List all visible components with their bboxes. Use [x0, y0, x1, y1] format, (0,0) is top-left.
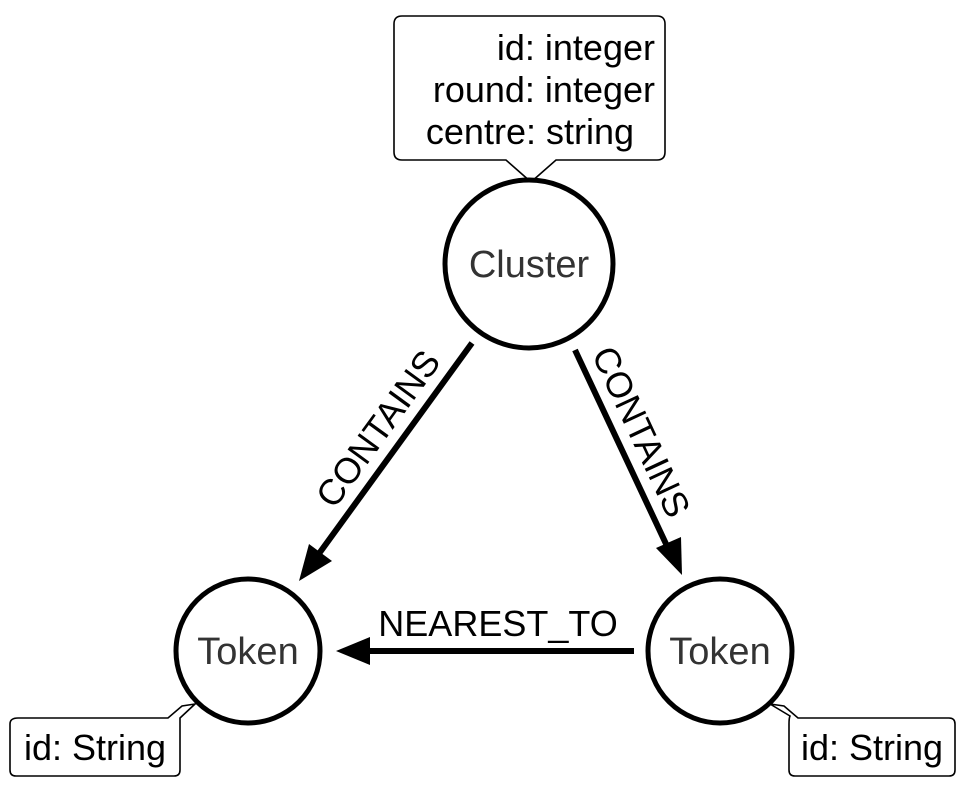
node-token-left-label: Token [197, 631, 298, 673]
token-left-properties-callout: id: String [9, 702, 198, 777]
token-right-prop-id: id: String [801, 727, 943, 768]
edge-contains-right-line [572, 348, 670, 548]
token-left-properties-box [9, 702, 198, 777]
edge-contains-left-line [315, 341, 475, 557]
edge-nearest-to: NEAREST_TO [336, 603, 634, 665]
token-right-properties-box [769, 703, 956, 777]
node-token-right-label: Token [669, 631, 770, 673]
edge-contains-left-label: CONTAINS [307, 342, 448, 514]
cluster-prop-id: id: integer [497, 27, 655, 68]
cluster-prop-centre: centre: string [426, 111, 634, 152]
node-token-right-circle [645, 576, 795, 726]
edge-contains-right-arrowhead [656, 537, 682, 575]
token-right-properties-callout: id: String [769, 703, 956, 777]
edge-contains-right: CONTAINS [572, 340, 699, 575]
node-cluster[interactable]: Cluster [442, 177, 616, 351]
edge-nearest-to-arrowhead [336, 637, 370, 665]
cluster-prop-round: round: integer [433, 69, 655, 110]
node-token-left-circle [173, 576, 323, 726]
node-cluster-circle [442, 177, 616, 351]
node-token-left[interactable]: Token [173, 576, 323, 726]
node-cluster-label: Cluster [469, 244, 590, 286]
token-left-prop-id: id: String [24, 727, 166, 768]
cluster-properties-callout: id: integer round: integer centre: strin… [393, 15, 666, 184]
edge-nearest-to-label: NEAREST_TO [378, 603, 617, 644]
cluster-properties-box [393, 15, 666, 184]
edge-contains-left: CONTAINS [299, 341, 475, 581]
edge-contains-left-arrowhead [299, 544, 332, 581]
node-token-right[interactable]: Token [645, 576, 795, 726]
